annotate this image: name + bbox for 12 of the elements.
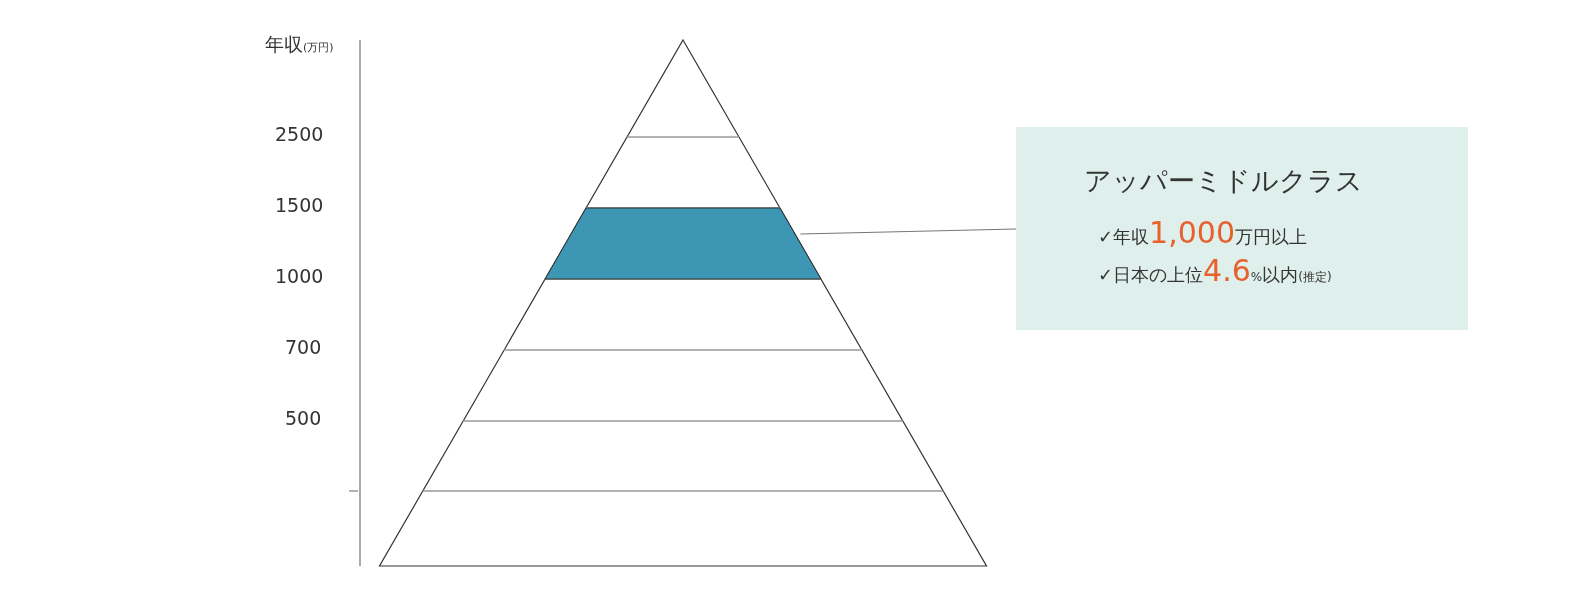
highlighted-band [544,207,822,280]
axis-tick-label: 1500 [275,194,324,216]
axis-tick-label: 2500 [275,123,324,145]
axis-tick-label: 1000 [275,265,324,287]
callout-title: アッパーミドルクラス [1084,164,1363,198]
leader-line [799,228,1017,235]
criterion-text: ✓日本の上位4.6%以内(推定) [1098,253,1332,288]
axis-tick-label: 500 [285,407,322,429]
callout-panel [1016,127,1468,330]
axis-title: 年収(万円) [265,32,334,57]
axis-tick-label: 700 [285,336,322,358]
criterion-text: ✓年収1,000万円以上 [1098,215,1307,250]
